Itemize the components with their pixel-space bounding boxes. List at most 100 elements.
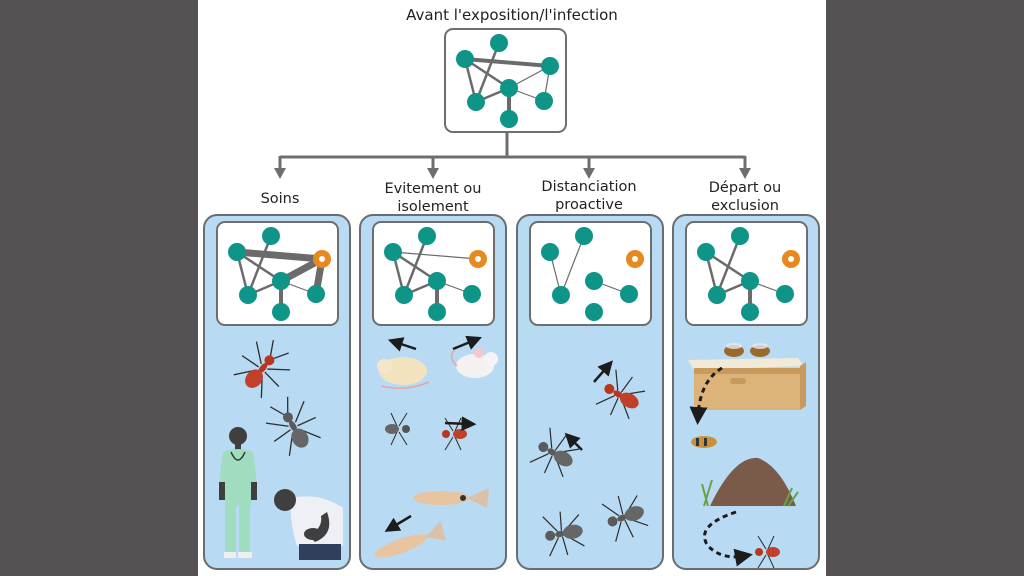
network-node [463,285,481,303]
network-edge [715,235,742,296]
label-line: proactive [555,197,623,213]
network-edge [560,235,585,296]
branch-label-distanciation: Distanciation proactive [514,178,664,214]
network-graph-distanciation [541,227,644,321]
grey-ant-icon [529,427,580,478]
network-box-distanciation [529,221,652,326]
network-edge [236,248,323,263]
network-graph-depart [697,227,800,321]
network-node [585,303,603,321]
network-node [535,92,553,110]
label-line: Soins [260,191,300,207]
network-node [741,303,759,321]
arrow-right-icon [444,416,477,432]
network-node [490,34,508,52]
baseline-network-box [444,28,567,133]
exposed-node-center [475,256,481,262]
grey-ant-icon [385,412,410,446]
red-ant-icon [755,535,780,569]
ant-mound-icon [701,457,799,507]
network-node [239,286,257,304]
network-edge [246,235,273,296]
network-node [731,227,749,245]
network-node [307,285,325,303]
label-line: exclusion [711,198,779,214]
illustration-evitement [374,335,498,558]
panel-evitement [359,214,507,570]
baseline-network-graph [456,34,559,128]
dashed-arrow-icon [703,510,753,567]
network-node [272,303,290,321]
illustration-distanciation [529,360,649,557]
network-graph-soins [228,227,331,321]
exposed-node-center [788,256,794,262]
arrow-down-left-icon [384,514,412,532]
network-node [418,227,436,245]
fish-icon [374,520,446,558]
network-node [541,243,559,261]
red-ant-icon [233,340,291,398]
network-node [272,272,290,290]
network-node [585,272,603,290]
network-node [395,286,413,304]
network-node [500,79,518,97]
network-node [467,93,485,111]
network-edge [402,235,429,296]
network-node [500,110,518,128]
network-edge [392,251,479,260]
branch-label-evitement: Evitement ou isolement [358,180,508,216]
network-box-depart [685,221,808,326]
network-node [428,272,446,290]
network-node [428,303,446,321]
arrow-right-icon [452,335,482,351]
network-edge [464,57,551,68]
network-box-soins [216,221,339,326]
arrow-left-icon [387,337,417,352]
network-node [741,272,759,290]
label-line: Evitement ou [384,181,482,197]
network-node [456,50,474,68]
network-node [620,285,638,303]
figure-title: Avant l'exposition/l'infection [406,6,618,24]
arrow-up-right-icon [593,360,613,383]
network-node [776,285,794,303]
exposed-node-center [632,256,638,262]
network-node [552,286,570,304]
label-line: Départ ou [708,180,782,196]
label-line: isolement [397,199,469,215]
network-node [697,243,715,261]
network-box-evitement [372,221,495,326]
illustration-depart [688,343,806,569]
network-node [541,57,559,75]
dashed-arrow-icon [689,366,723,425]
sick-person-icon [274,489,343,560]
label-line: Distanciation [541,179,637,195]
network-node [384,243,402,261]
mouse-icon [377,357,430,389]
arrow-up-left-icon [564,432,583,451]
bee-icon [750,343,770,357]
network-node [708,286,726,304]
exposed-node-center [319,256,325,262]
network-node [228,243,246,261]
grey-ant-icon [265,396,321,456]
dead-bee-icon [691,436,717,448]
illustration-soins [219,340,343,560]
bee-icon [724,343,744,357]
red-ant-icon [595,369,646,420]
network-node [262,227,280,245]
network-edge [474,42,501,103]
panel-soins [203,214,351,570]
network-graph-evitement [384,227,487,321]
branch-label-soins: Soins [205,190,355,208]
nurse-icon [219,427,257,558]
panel-distanciation [516,214,664,570]
fish-icon [413,488,489,508]
panel-depart [672,214,820,570]
network-node [575,227,593,245]
red-ant-icon [442,417,467,451]
mouse-icon [450,348,498,378]
branch-label-depart: Départ ou exclusion [670,179,820,215]
grey-ant-icon [542,511,585,557]
grey-ant-icon [601,495,649,542]
